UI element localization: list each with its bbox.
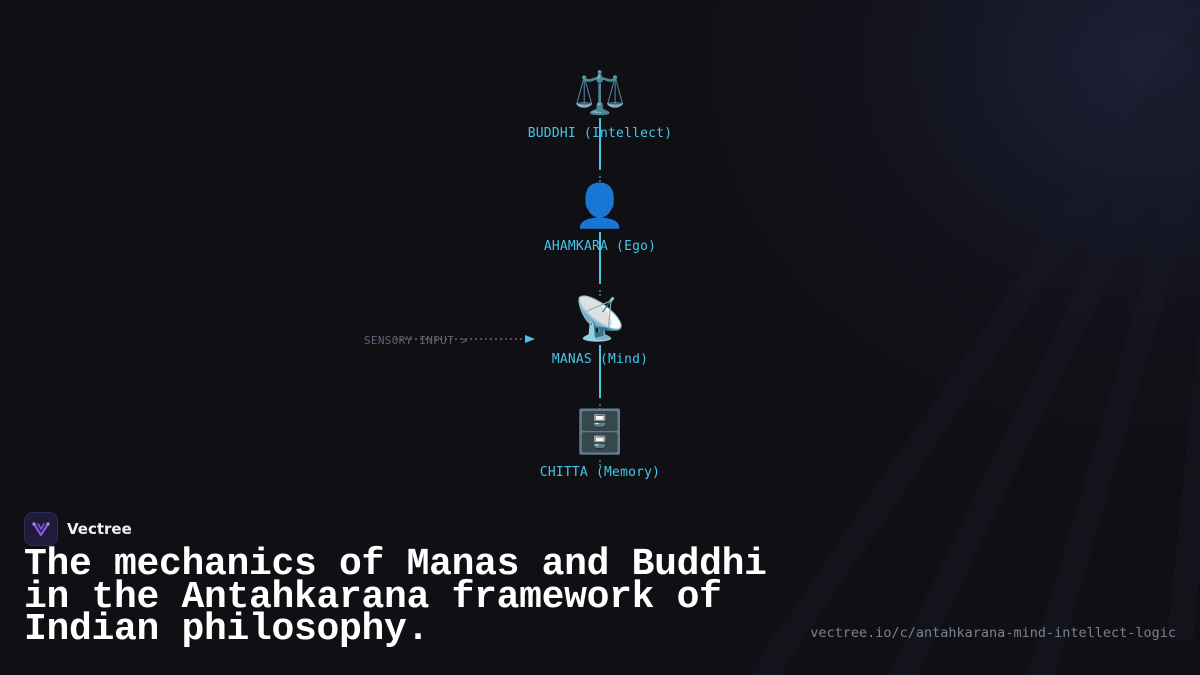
brand-name: Vectree bbox=[67, 520, 132, 538]
node-buddhi: ⚖️ BUDDHI (Intellect) bbox=[500, 68, 700, 141]
file-cabinet-icon: 🗄️ bbox=[573, 407, 627, 456]
node-label-manas: MANAS (Mind) bbox=[551, 352, 649, 367]
page-url-link[interactable]: vectree.io/c/antahkarana-mind-intellect-… bbox=[810, 625, 1176, 641]
brand[interactable]: Vectree bbox=[24, 512, 132, 546]
person-silhouette-icon: 👤 bbox=[573, 181, 627, 230]
headline: The mechanics of Manas and Buddhi in the… bbox=[24, 543, 767, 651]
scales-icon: ⚖️ bbox=[573, 68, 627, 117]
node-label-ahamkara: AHAMKARA (Ego) bbox=[543, 239, 657, 254]
satellite-dish-icon: 📡 bbox=[573, 294, 627, 343]
sensory-input-arrowhead bbox=[525, 335, 535, 343]
vectree-logo-icon bbox=[24, 512, 58, 546]
node-ahamkara: 👤 AHAMKARA (Ego) bbox=[500, 181, 700, 254]
node-manas: 📡 MANAS (Mind) bbox=[500, 294, 700, 367]
node-label-chitta: CHITTA (Memory) bbox=[539, 465, 661, 480]
node-label-buddhi: BUDDHI (Intellect) bbox=[527, 126, 673, 141]
node-chitta: 🗄️ CHITTA (Memory) bbox=[500, 407, 700, 480]
sensory-input-label: SENSORY INPUT > bbox=[364, 334, 468, 347]
